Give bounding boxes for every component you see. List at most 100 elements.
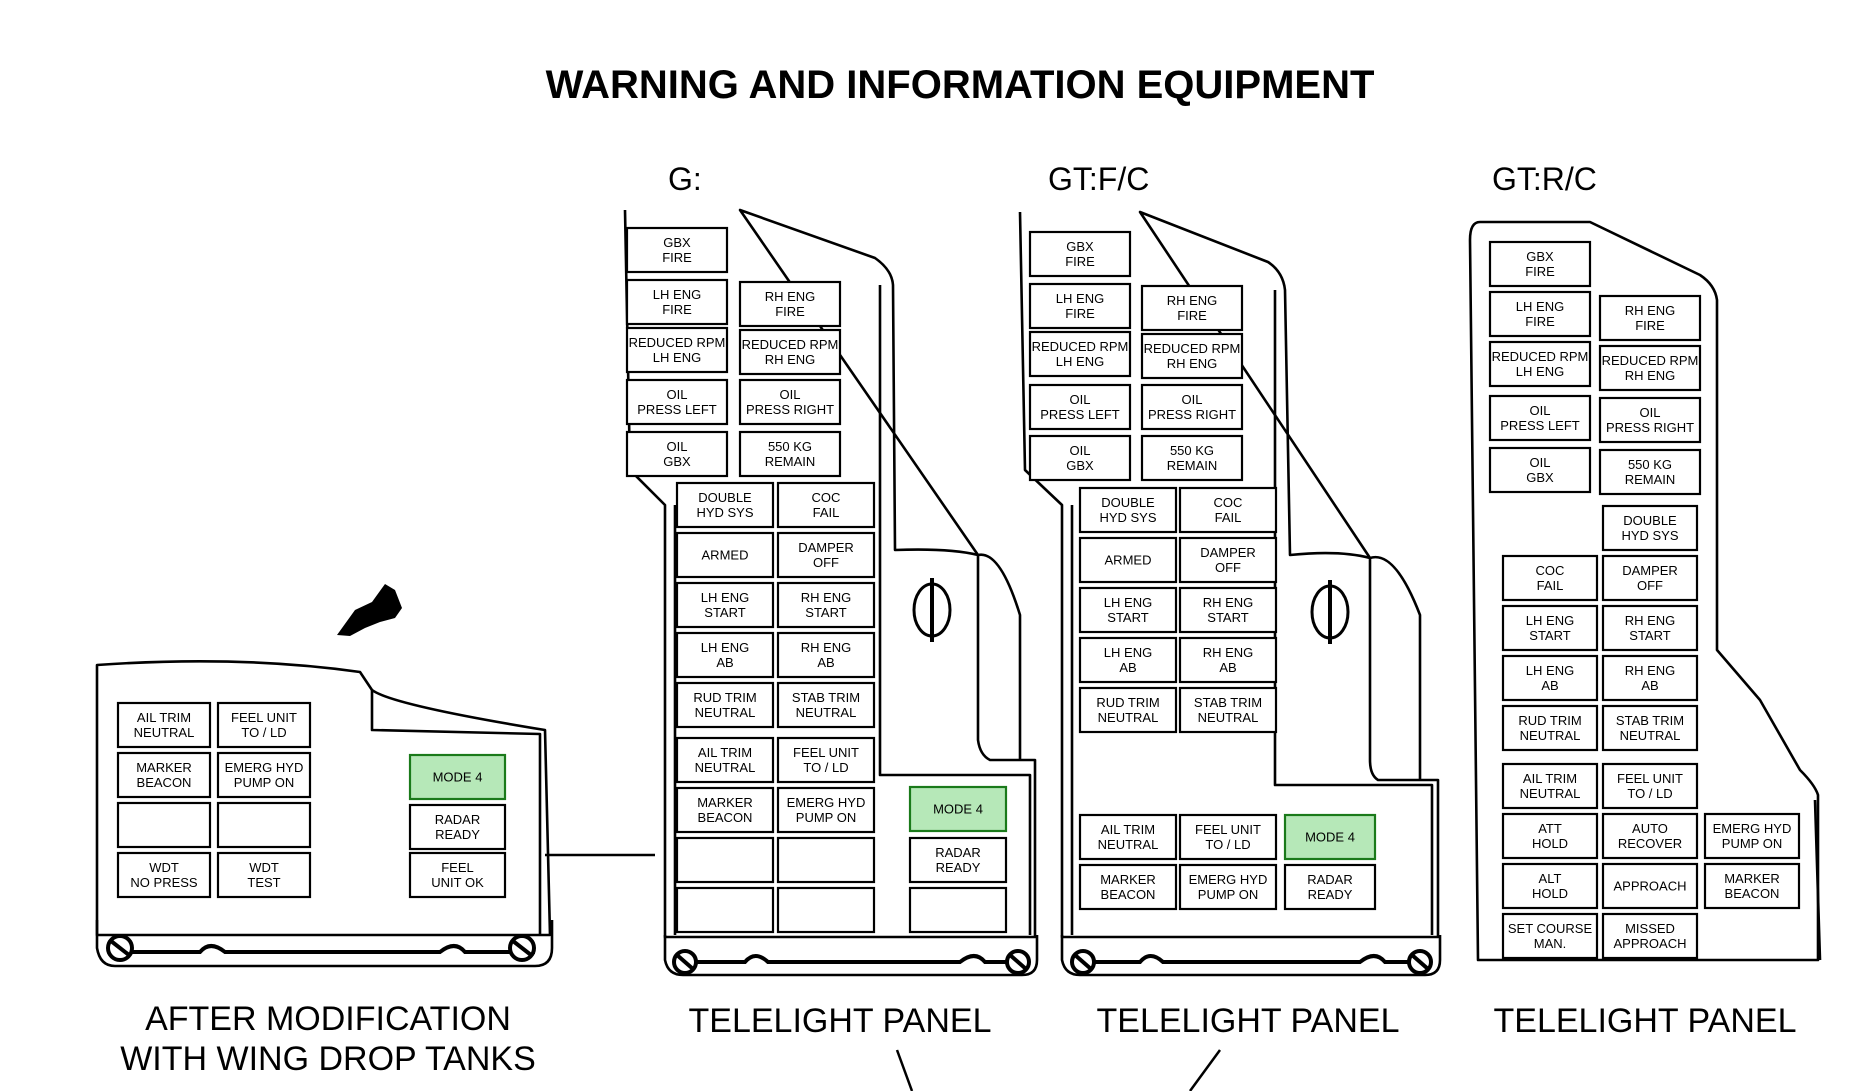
- lamp-label: LH ENG: [1104, 595, 1152, 610]
- lamp-frame: [675, 581, 775, 629]
- lamp-label: START: [805, 605, 846, 620]
- lamp-label: MISSED: [1625, 921, 1675, 936]
- lamp-label: RH ENG: [801, 640, 852, 655]
- lamp-frame: [1601, 704, 1699, 752]
- lamp-label: GBX: [1066, 239, 1094, 254]
- lamp-armed: ARMED: [675, 531, 775, 579]
- lamp-label: REMAIN: [765, 454, 816, 469]
- lamp-label: PRESS LEFT: [637, 402, 717, 417]
- lamp-frame: [776, 786, 876, 834]
- lamp-frame: [1501, 762, 1599, 810]
- lamp-label: MARKER: [136, 760, 192, 775]
- lamp-frame: [1488, 446, 1592, 494]
- lamp-label: START: [1107, 610, 1148, 625]
- lamp-frame: [675, 681, 775, 729]
- screw-icon: [1005, 949, 1031, 975]
- lamp-frame: [1283, 863, 1377, 911]
- lever-icon: [1310, 580, 1350, 644]
- lamp-label: FAIL: [1537, 578, 1564, 593]
- lamp-frame: [1178, 636, 1278, 684]
- lamp-label: FEEL: [441, 860, 474, 875]
- lamp-label: RH ENG: [1625, 303, 1676, 318]
- lamp-label: READY: [435, 827, 480, 842]
- screw-icon: [1070, 949, 1096, 975]
- lamp-frame: [738, 378, 842, 426]
- lamp-label: MODE 4: [933, 802, 983, 817]
- lamp-frame: [1178, 863, 1278, 911]
- lamp-label: RH ENG: [765, 289, 816, 304]
- lamp-frame: [1488, 290, 1592, 338]
- lamp-frame: [625, 278, 729, 326]
- panel-header: G:: [668, 161, 702, 197]
- lamp-label: LH ENG: [1526, 663, 1574, 678]
- lamp-label: OFF: [1215, 560, 1241, 575]
- lamp-blank: [908, 886, 1008, 934]
- lamp-label: GBX: [1526, 249, 1554, 264]
- lamp-frame: [1601, 912, 1699, 960]
- screw-icon: [1407, 949, 1433, 975]
- caption-line-2: WITH WING DROP TANKS: [120, 1040, 536, 1078]
- panel-gtfc-outline: [1018, 210, 1440, 939]
- lamp-frame: [1078, 536, 1178, 584]
- caption: TELELIGHT PANEL: [689, 1002, 992, 1040]
- lamp-label: DOUBLE: [698, 490, 752, 505]
- lamp-label: LH ENG: [1104, 645, 1152, 660]
- lamp-frame: [1601, 862, 1699, 910]
- lamp-label: COC: [812, 490, 841, 505]
- lamp-label: COC: [1214, 495, 1243, 510]
- lamp-frame: [408, 851, 507, 899]
- lamp-label: RUD TRIM: [1518, 713, 1581, 728]
- lamp-label: APPROACH: [1614, 936, 1687, 951]
- screw-icon: [672, 949, 698, 975]
- lamp-label: AB: [1541, 678, 1558, 693]
- lamp-label: MARKER: [697, 795, 753, 810]
- lamp-label: OFF: [813, 555, 839, 570]
- lamp-label: FIRE: [662, 302, 692, 317]
- panel-wing-base-bar: [95, 920, 554, 968]
- lamp-frame: [776, 681, 876, 729]
- lamp-frame: [776, 631, 876, 679]
- lamp-label: RH ENG: [765, 352, 816, 367]
- panel-gtrc-right-edge: [1813, 799, 1822, 961]
- lamp-label: REDUCED RPM: [1032, 339, 1129, 354]
- lamp-label: FIRE: [1177, 308, 1207, 323]
- lamp-label: FIRE: [775, 304, 805, 319]
- lamp-label: COC: [1536, 563, 1565, 578]
- panel-header: GT:F/C: [1048, 161, 1149, 197]
- lamp-label: READY: [1308, 887, 1353, 902]
- lamp-label: START: [1207, 610, 1248, 625]
- lamp-frame: [776, 481, 876, 529]
- lamp-label: REMAIN: [1625, 472, 1676, 487]
- lamp-frame: [116, 751, 212, 799]
- lamp-frame: [1140, 284, 1244, 332]
- lamp-label: GBX: [1066, 458, 1094, 473]
